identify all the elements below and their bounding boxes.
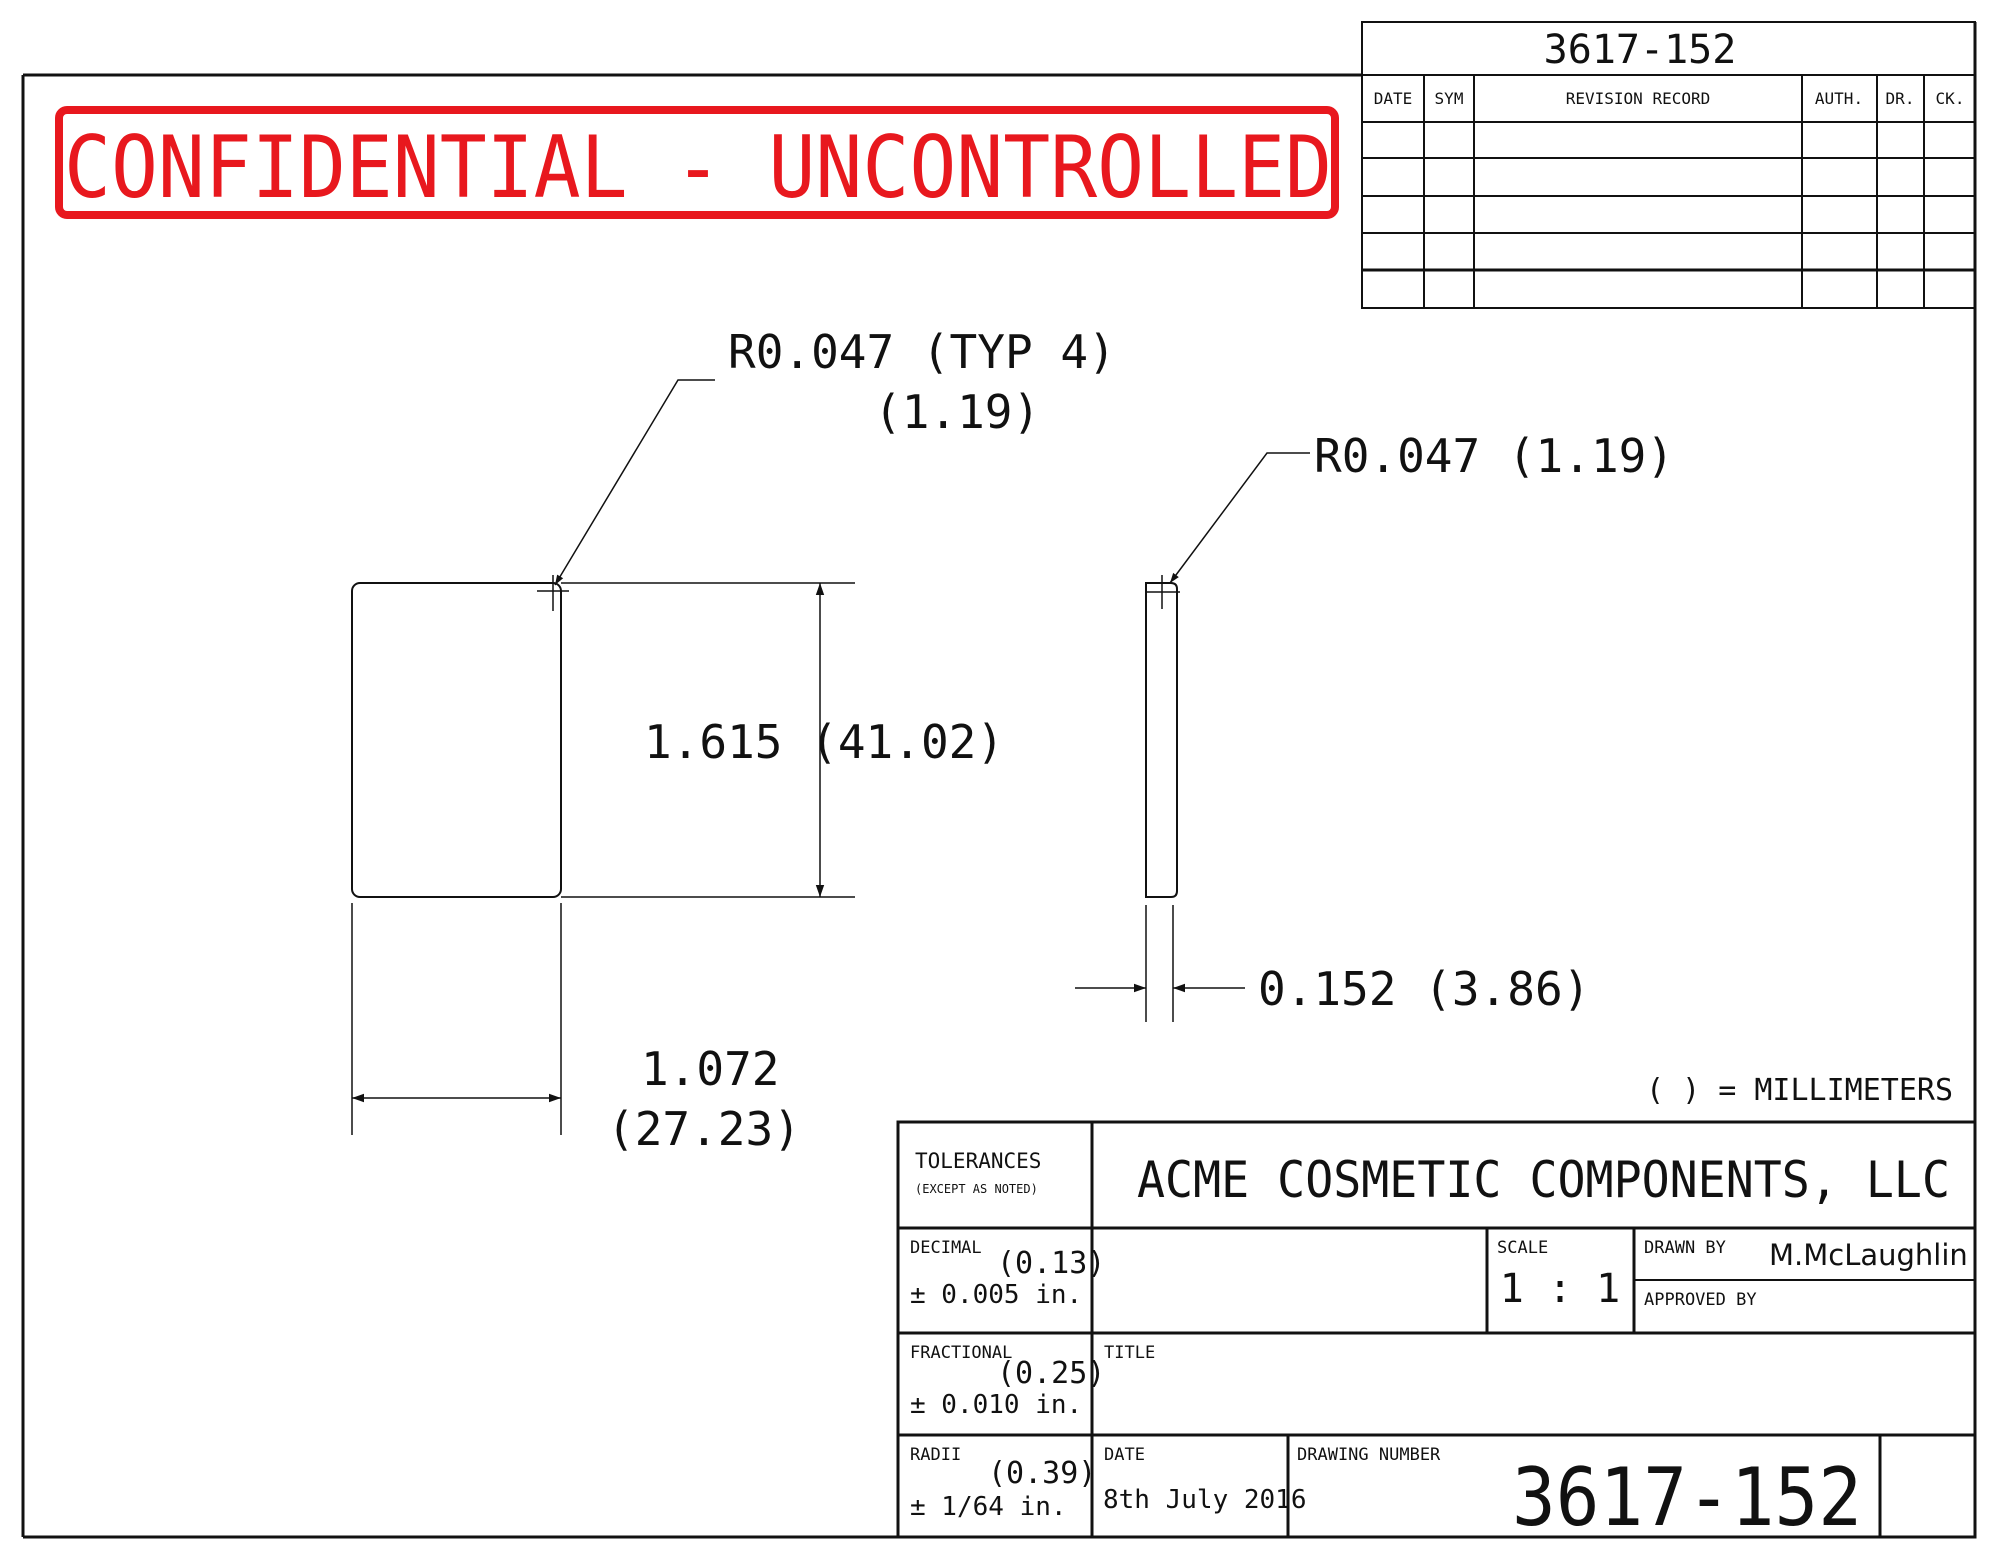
drawing-number-label: DRAWING NUMBER	[1297, 1445, 1441, 1465]
front-outline	[351, 582, 562, 898]
units-note: ( ) = MILLIMETERS	[1646, 1073, 1953, 1108]
header-number: 3617-152	[1544, 27, 1737, 73]
rev-col-auth: AUTH.	[1815, 89, 1863, 108]
front-radius-leader	[554, 379, 715, 586]
revision-table: 3617-152 DATE SYM REVISION RECORD AUTH. …	[1361, 21, 1976, 309]
stamp-text: CONFIDENTIAL - UNCONTROLLED	[64, 118, 1332, 218]
revision-frame	[1361, 21, 1976, 309]
title-block: TOLERANCES (EXCEPT AS NOTED) ACME COSMET…	[896, 1120, 1977, 1544]
rev-col-ck: CK.	[1936, 89, 1965, 108]
side-radius-leader	[1169, 452, 1310, 584]
side-view	[1075, 452, 1310, 1022]
rev-col-date: DATE	[1374, 89, 1413, 108]
company-name: ACME COSMETIC COMPONENTS, LLC	[1137, 1151, 1950, 1209]
height-dim-label: 1.615 (41.02)	[644, 715, 1004, 769]
decimal-value: ± 0.005 in.	[910, 1280, 1082, 1310]
fractional-label: FRACTIONAL	[910, 1343, 1012, 1363]
front-radius-label: R0.047 (TYP 4)	[728, 325, 1116, 379]
tolerances-sub: (EXCEPT AS NOTED)	[915, 1182, 1038, 1196]
radii-label: RADII	[910, 1445, 961, 1465]
width-dim-label: 1.072	[641, 1042, 779, 1096]
scale-value: 1 : 1	[1500, 1266, 1620, 1312]
scale-label: SCALE	[1497, 1238, 1548, 1258]
title-label: TITLE	[1104, 1343, 1155, 1363]
stamp-frame	[55, 106, 1339, 219]
width-dim-mm: (27.23)	[607, 1102, 801, 1156]
decimal-label: DECIMAL	[910, 1238, 982, 1258]
side-radius-label: R0.047 (1.19)	[1314, 429, 1674, 483]
rev-col-dr: DR.	[1886, 89, 1915, 108]
approved-by-label: APPROVED BY	[1644, 1290, 1757, 1310]
drawn-by-value: M.McLaughlin	[1769, 1238, 1968, 1272]
date-label: DATE	[1104, 1445, 1145, 1465]
drawn-by-label: DRAWN BY	[1644, 1238, 1726, 1258]
radii-value: ± 1/64 in.	[910, 1492, 1067, 1522]
confidential-stamp: CONFIDENTIAL - UNCONTROLLED	[55, 106, 1339, 219]
fractional-mm: (0.25)	[997, 1356, 1105, 1391]
rev-col-record: REVISION RECORD	[1566, 89, 1711, 108]
radii-mm: (0.39)	[988, 1456, 1096, 1491]
decimal-mm: (0.13)	[997, 1246, 1105, 1281]
rev-col-sym: SYM	[1435, 89, 1464, 108]
date-value: 8th July 2016	[1103, 1485, 1307, 1515]
tolerances-label: TOLERANCES	[915, 1149, 1041, 1173]
side-outline	[1145, 582, 1178, 898]
fractional-value: ± 0.010 in.	[910, 1390, 1082, 1420]
front-radius-mm: (1.19)	[874, 385, 1040, 439]
front-view	[351, 379, 855, 1135]
thickness-dim-label: 0.152 (3.86)	[1258, 962, 1590, 1016]
drawing-number-value: 3617-152	[1512, 1451, 1862, 1544]
